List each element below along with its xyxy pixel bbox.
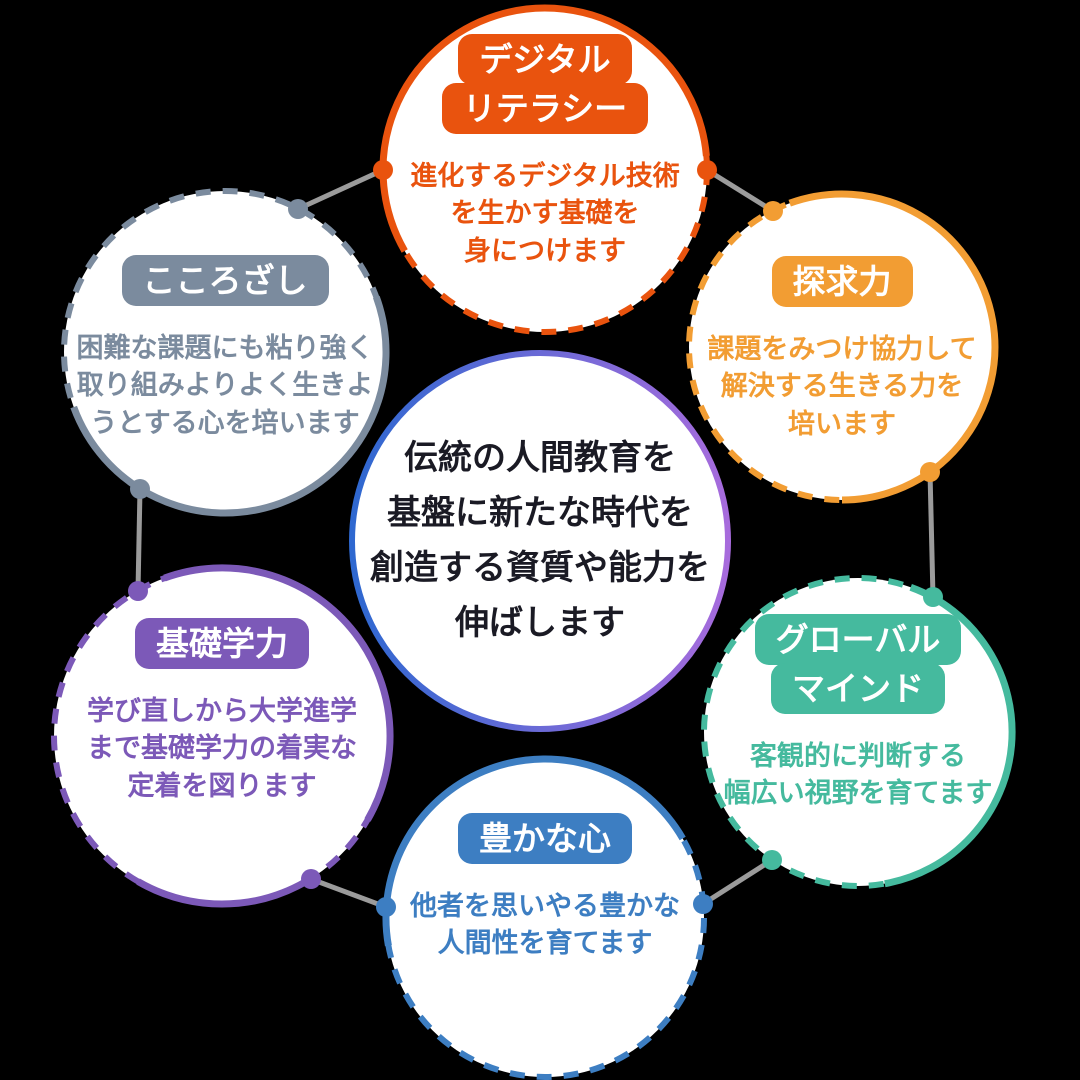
statement-line: 伝統の人間教育を (404, 438, 676, 477)
digital-description: 進化するデジタル技術 を生かす基礎を 身につけます (410, 158, 679, 270)
description-line: 取り組みよりよく生きよ (76, 370, 374, 401)
description-line: うとする心を培います (90, 407, 360, 438)
yutaka-label-line-1: 豊かな心 (458, 813, 632, 864)
dot-digital-right (697, 160, 717, 180)
kiso-circle-solid-arc-bottom (136, 878, 308, 908)
kiso-label-line-1: 基礎学力 (135, 618, 309, 669)
digital-label-line-1: デジタル (458, 34, 632, 85)
dot-kokoro-bottom (130, 479, 150, 499)
description-line: 身につけます (464, 235, 626, 266)
description-line: 定着を図ります (127, 770, 317, 801)
center-circle (349, 350, 731, 732)
kokoro-circle-solid-arc (70, 295, 390, 517)
dot-yutaka-left (376, 897, 396, 917)
dot-digital-left (373, 160, 393, 180)
node-tankyuu: 探求力 課題をみつけ協力して 解決する生きる力を 培います (689, 194, 995, 500)
kokoro-description: 困難な課題にも粘り強く 取り組みよりよく生きよ うとする心を培います (77, 330, 374, 442)
yutaka-label-pill: 豊かな心 (458, 813, 632, 864)
tankyuu-circle-solid-arc (788, 190, 999, 504)
dot-kokoro-top (288, 199, 308, 219)
kiso-circle-solid-arc (163, 564, 394, 822)
global-label-line-2: マインド (770, 663, 945, 714)
connector-global-yutaka (701, 857, 774, 907)
tankyuu-label-pill: 探求力 (771, 256, 913, 307)
node-kiso-gakuryoku: 基礎学力 学び直しから大学進学 まで基礎学力の着実な 定着を図ります (54, 568, 390, 904)
description-line: 培います (787, 408, 896, 439)
statement-line: 創造する資質や能力を (370, 549, 710, 587)
kokoro-label-line-1: こころざし (121, 255, 329, 306)
description-line: まで基礎学力の着実な (87, 733, 357, 764)
connector-dots (128, 160, 943, 917)
node-yutaka-kokoro: 豊かな心 他者を思いやる豊かな 人間性を育てます (386, 759, 704, 1077)
connector-lines (135, 167, 936, 910)
global-label-line-1: グローバル (754, 614, 962, 665)
description-line: 解決する生きる力を (720, 371, 964, 402)
kiso-label-pill: 基礎学力 (135, 618, 309, 669)
yutaka-description: 他者を思いやる豊かな 人間性を育てます (410, 888, 680, 963)
digital-label-pill: デジタル リテラシー (441, 34, 649, 134)
connector-kokoro-digital (296, 167, 385, 212)
connector-digital-tankyuu (705, 167, 775, 214)
node-global-mind: グローバル マインド 客観的に判断する 幅広い視野を育てます (704, 578, 1012, 886)
kiso-description: 学び直しから大学進学 まで基礎学力の着実な 定着を図ります (87, 693, 357, 805)
statement-line: 基盤に新たな時代を (387, 493, 693, 532)
dot-global-top (923, 587, 943, 607)
dot-kiso-right (301, 869, 321, 889)
dot-global-bottom (762, 850, 782, 870)
description-line: 人間性を育てます (437, 928, 653, 959)
dot-tankyuu-top (763, 201, 783, 221)
global-description: 客観的に判断する 幅広い視野を育てます (724, 738, 993, 813)
description-line: を生かす基礎を (450, 198, 640, 229)
description-line: 学び直しから大学進学 (87, 696, 357, 726)
description-line: 進化するデジタル技術 (410, 161, 680, 191)
connector-yutaka-kiso (310, 876, 387, 910)
center-statement: 伝統の人間教育を 基盤に新たな時代を 創造する資質や能力を 伸ばします (370, 431, 710, 651)
description-line: 課題をみつけ協力して (707, 334, 977, 364)
node-center-statement: 伝統の人間教育を 基盤に新たな時代を 創造する資質や能力を 伸ばします (352, 353, 728, 729)
global-label-pill: グローバル マインド (754, 614, 962, 714)
description-line: 困難な課題にも粘り強く (76, 333, 374, 363)
connector-kiso-kokoro (135, 488, 143, 592)
global-circle-solid-arc (884, 584, 1016, 888)
description-line: 客観的に判断する (750, 741, 966, 771)
node-digital-literacy: デジタル リテラシー 進化するデジタル技術 を生かす基礎を 身につけます (383, 8, 707, 332)
dot-yutaka-right (693, 894, 713, 914)
kokoro-label-pill: こころざし (121, 255, 329, 306)
description-line: 他者を思いやる豊かな (410, 891, 680, 921)
dot-tankyuu-bottom (920, 462, 940, 482)
statement-line: 伸ばします (455, 604, 625, 643)
tankyuu-label-line-1: 探求力 (771, 256, 913, 307)
tankyuu-circle-fill (689, 194, 995, 500)
connector-tankyuu-global (927, 471, 936, 598)
dot-kiso-top (128, 581, 148, 601)
digital-label-line-2: リテラシー (441, 83, 649, 134)
node-kokorozashi: こころざし 困難な課題にも粘り強く 取り組みよりよく生きよ うとする心を培います (64, 191, 386, 513)
tankyuu-description: 課題をみつけ協力して 解決する生きる力を 培います (707, 331, 976, 443)
yutaka-circle-solid-arc (382, 755, 686, 947)
description-line: 幅広い視野を育てます (723, 778, 993, 809)
